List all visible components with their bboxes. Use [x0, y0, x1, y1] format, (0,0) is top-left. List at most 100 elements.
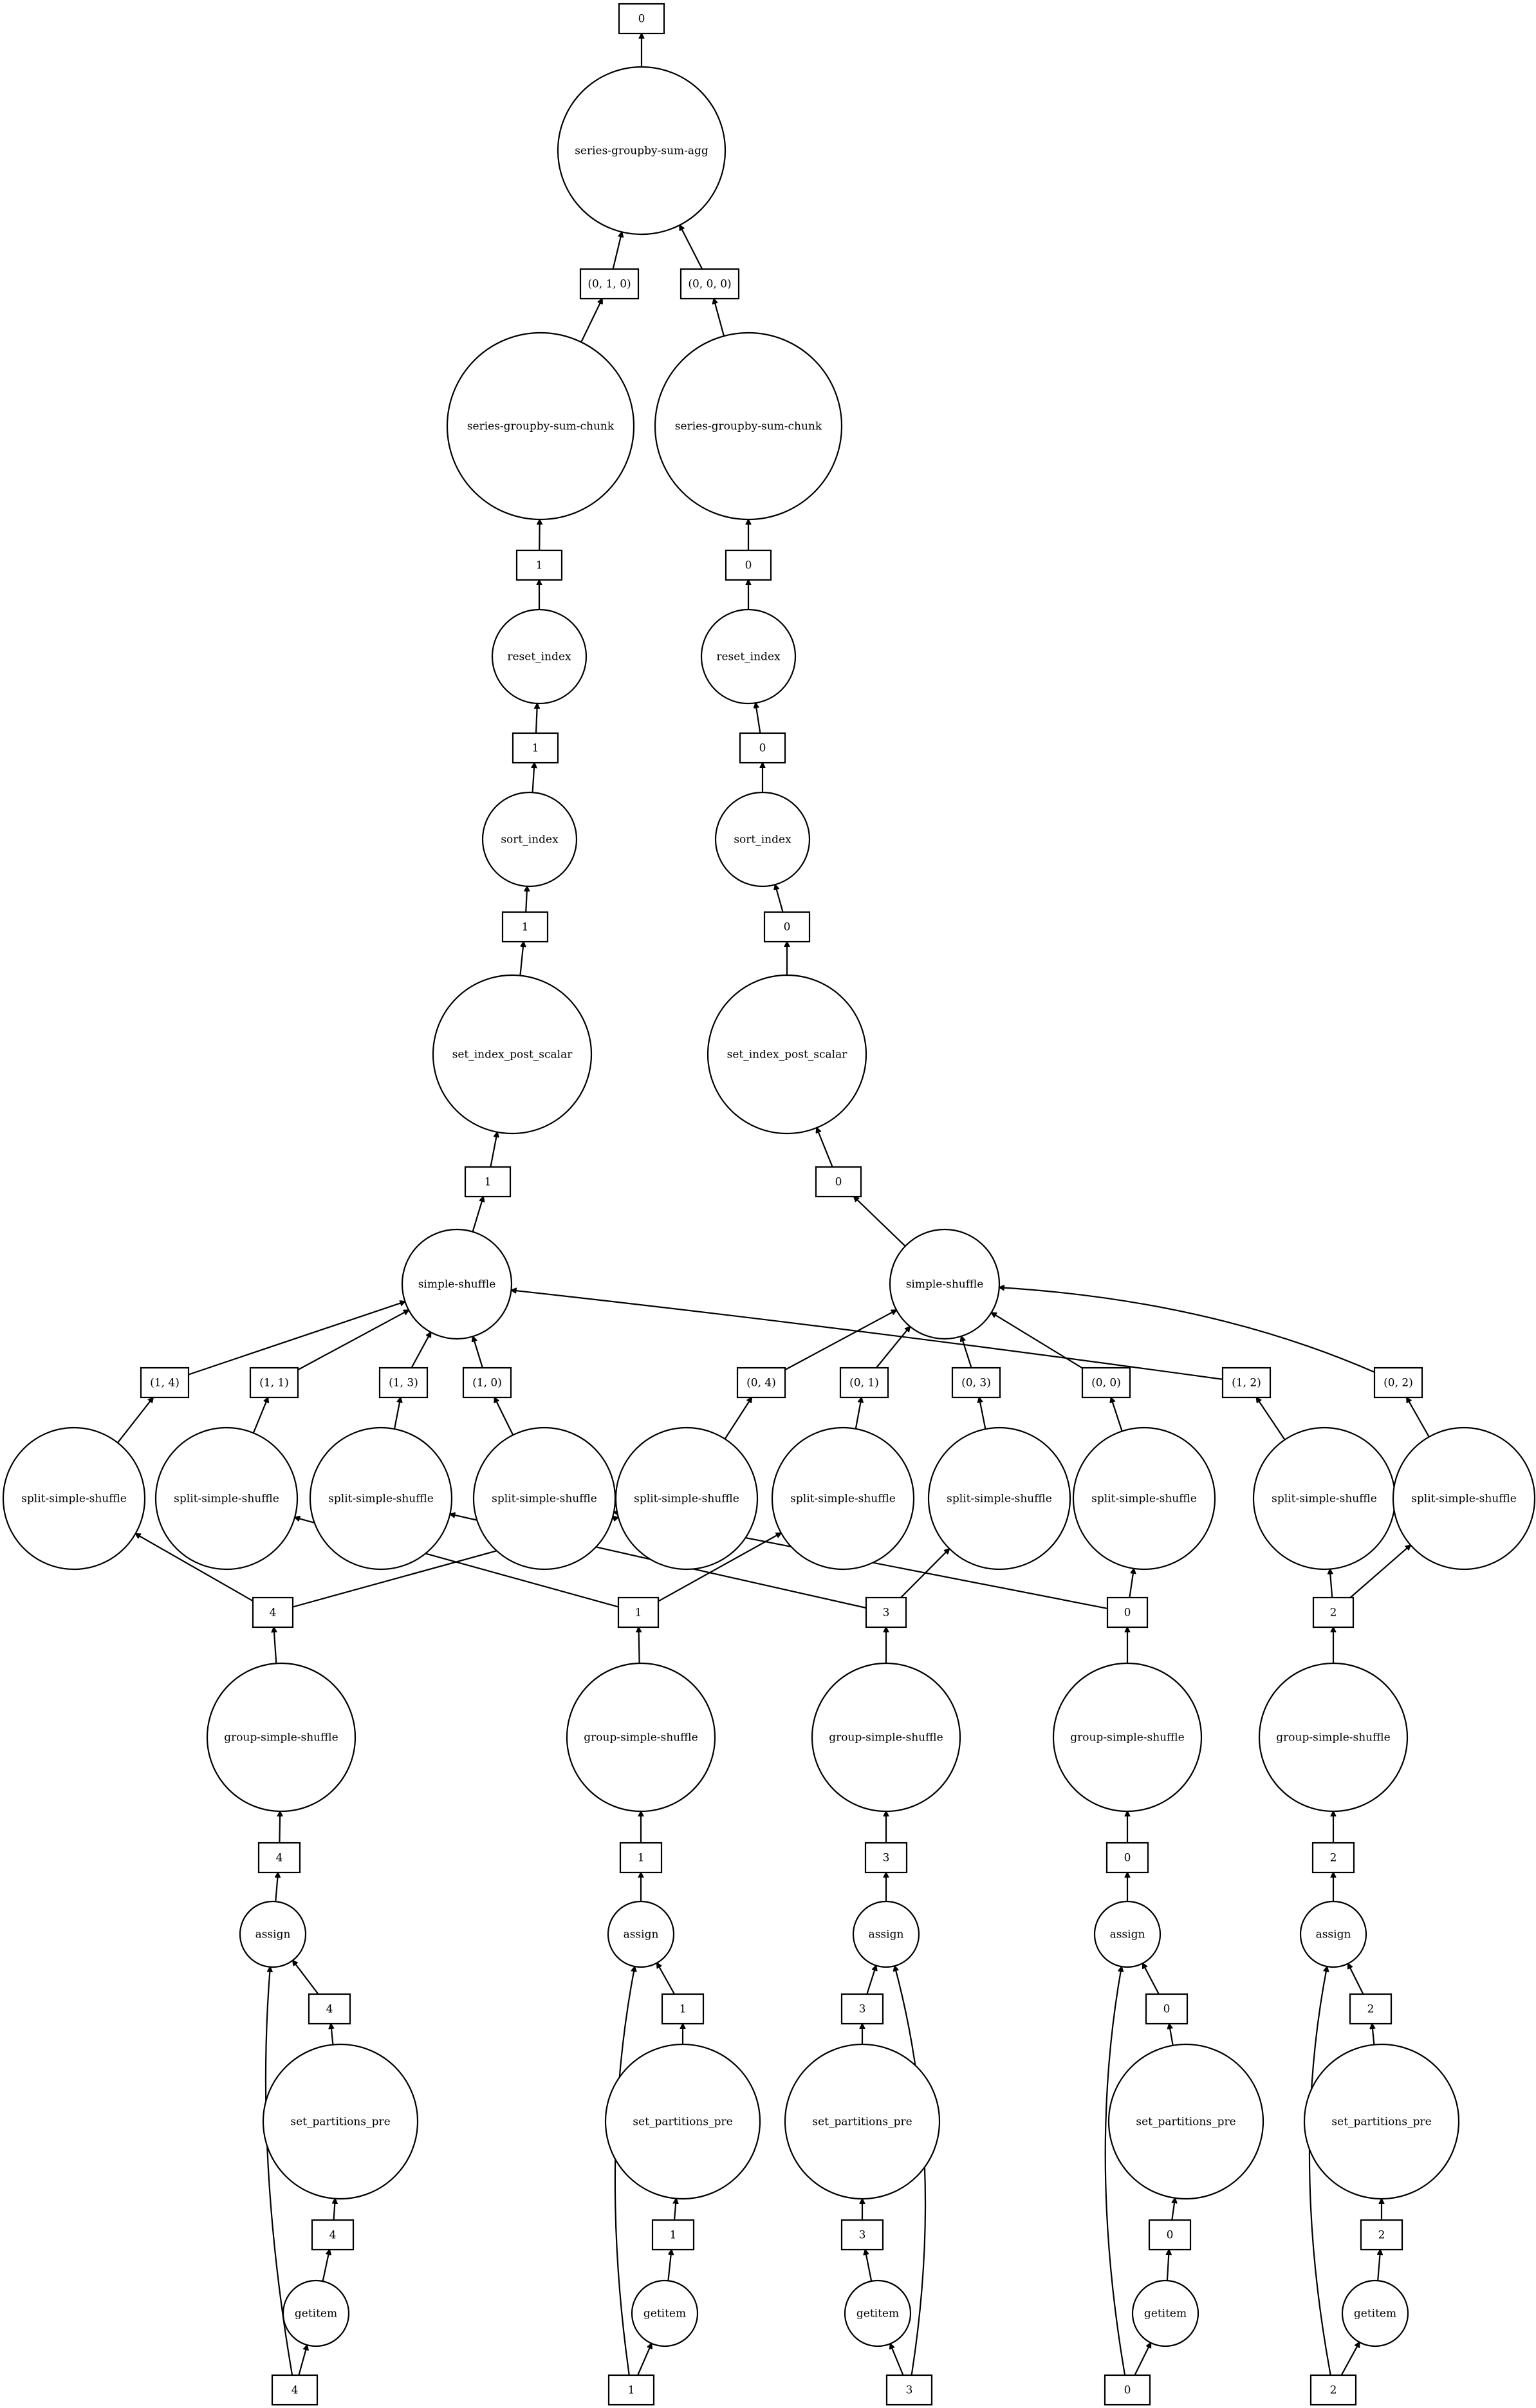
data-node-gd1: 1 [617, 1596, 660, 1629]
edge-in3-to-gi3 [890, 2344, 904, 2376]
task-circle [1299, 1900, 1367, 1968]
task-node-sp_pre4: set_partitions_pre [262, 2043, 419, 2200]
node-label: split-simple-shuffle [1272, 1493, 1377, 1506]
data-node-gd2: 2 [1312, 1596, 1355, 1629]
task-node-ss0: simple-shuffle [889, 1228, 1001, 1340]
data-node-t01: (0, 1) [839, 1367, 889, 1399]
node-label: 0 [1124, 1607, 1131, 1619]
task-node-g1: group-simple-shuffle [566, 1662, 716, 1813]
edge-layer [116, 33, 1430, 2376]
data-box [736, 1367, 786, 1399]
task-circle [631, 2279, 699, 2347]
task-circle [771, 1426, 915, 1571]
task-node-as0: assign [1093, 1900, 1161, 1968]
node-label: set_partitions_pre [1136, 2116, 1235, 2129]
data-box [308, 1993, 351, 2025]
data-node-ad1: 1 [619, 1842, 663, 1874]
data-node-ad4: 4 [257, 1842, 301, 1874]
task-circle [707, 974, 867, 1135]
node-label: (1, 2) [1232, 1377, 1261, 1390]
data-box [864, 1842, 908, 1874]
node-label: (1, 3) [389, 1377, 418, 1390]
edge-pd0-to-as0 [1142, 1963, 1160, 1995]
task-node-gi4: getitem [282, 2279, 350, 2347]
task-circle [1303, 2043, 1460, 2200]
task-circle [700, 608, 797, 705]
task-circle [154, 1426, 299, 1571]
edge-gi4-to-id4 [322, 2250, 329, 2282]
task-circle [852, 1900, 920, 1968]
edge-d000-to-agg [679, 225, 703, 270]
edge-sip1-to-d1c [519, 942, 523, 976]
edge-in0-to-gi0 [1134, 2343, 1152, 2376]
task-node-sort1: sort_index [481, 791, 578, 888]
node-label: 2 [1367, 2003, 1374, 2016]
node-label: 3 [859, 2003, 866, 2016]
task-node-agg: series-groupby-sum-agg [557, 66, 726, 236]
node-label: 0 [745, 559, 752, 572]
node-label: split-simple-shuffle [328, 1493, 434, 1506]
edge-gi2-to-id2 [1378, 2250, 1380, 2281]
data-box [680, 268, 740, 300]
node-label: 4 [326, 2003, 333, 2016]
edge-d1c-to-sort1 [526, 886, 527, 913]
data-box [1309, 2374, 1357, 2406]
node-label: 0 [638, 13, 645, 26]
node-label: split-simple-shuffle [174, 1493, 279, 1506]
task-node-sp_pre1: set_partitions_pre [604, 2043, 761, 2200]
data-node-id1: 1 [651, 2219, 695, 2251]
node-label: 4 [329, 2229, 337, 2242]
edge-chunk0-to-d000 [714, 299, 725, 337]
data-node-t10: (1, 0) [462, 1367, 512, 1399]
node-label: (0, 0) [1091, 1377, 1121, 1390]
edge-d1d-to-sip1 [490, 1132, 497, 1168]
node-label: 1 [635, 1607, 642, 1619]
node-label: 0 [1124, 2384, 1131, 2397]
task-circle [206, 1662, 356, 1813]
edge-t03-to-ss0 [961, 1336, 972, 1368]
data-box [271, 2374, 319, 2406]
data-box [951, 1367, 1001, 1399]
task-circle [1131, 2279, 1199, 2347]
node-label: split-simple-shuffle [1411, 1493, 1517, 1506]
node-label: getitem [295, 2308, 337, 2320]
task-node-reset0: reset_index [700, 608, 797, 705]
data-box [515, 549, 563, 581]
data-node-in2: 2 [1309, 2374, 1357, 2406]
edge-ss0-to-d0d [854, 1197, 906, 1247]
node-label: set_index_post_scalar [727, 1049, 848, 1061]
task-node-sp9: split-simple-shuffle [1252, 1426, 1396, 1571]
data-node-pd0: 0 [1145, 1993, 1189, 2025]
edge-sp5-to-t04 [724, 1397, 752, 1440]
data-node-pd4: 4 [308, 1993, 351, 2025]
data-box [140, 1367, 190, 1399]
node-label: 1 [670, 2229, 677, 2242]
node-label: group-simple-shuffle [584, 1731, 698, 1744]
node-label: series-groupby-sum-agg [575, 145, 708, 158]
task-circle [1392, 1426, 1536, 1571]
node-label: 1 [628, 2384, 635, 2397]
edge-sp2-to-t11 [252, 1397, 268, 1433]
data-node-pd3: 3 [840, 1993, 884, 2025]
task-node-sp_pre2: set_partitions_pre [1303, 2043, 1460, 2200]
task-circle [446, 331, 635, 521]
edge-sp9-to-t12 [1257, 1397, 1286, 1441]
data-node-in3: 3 [885, 2374, 933, 2406]
data-node-t13: (1, 3) [378, 1367, 429, 1399]
edge-in0-to-as0 [1104, 1966, 1126, 2376]
data-node-id2: 2 [1360, 2219, 1403, 2251]
edge-pd4-to-as4 [293, 1961, 319, 1995]
data-box [462, 1367, 512, 1399]
data-box [1081, 1367, 1131, 1399]
task-node-gi3: getitem [844, 2279, 912, 2347]
edge-in1-to-gi1 [637, 2344, 652, 2376]
edge-sort1-to-d1b [533, 763, 535, 793]
data-node-in4: 4 [271, 2374, 319, 2406]
task-node-g2: group-simple-shuffle [1258, 1662, 1409, 1813]
node-label: sort_index [734, 834, 791, 846]
data-node-t11: (1, 1) [249, 1367, 299, 1399]
edge-sp_pre0-to-pd0 [1169, 2024, 1174, 2046]
task-circle [1052, 1662, 1203, 1813]
edge-id4-to-sp_pre4 [334, 2199, 335, 2221]
node-label: split-simple-shuffle [947, 1493, 1052, 1506]
